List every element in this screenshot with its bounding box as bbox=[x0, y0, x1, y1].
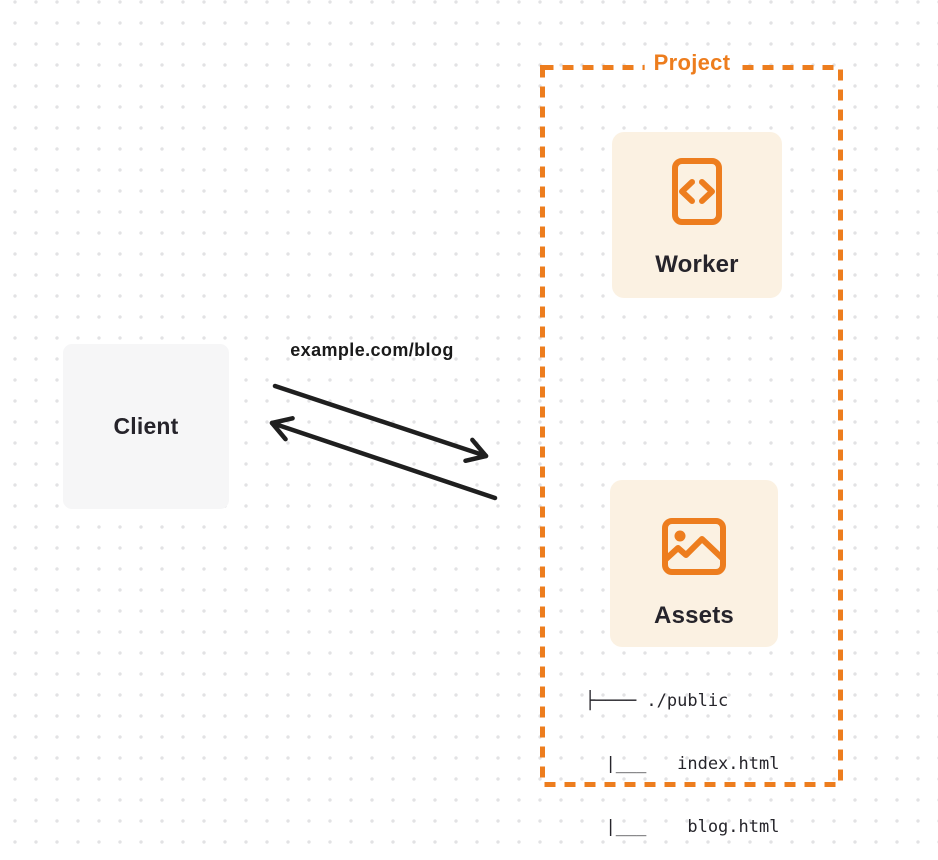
client-box: Client bbox=[63, 344, 229, 509]
file-tree-item-index: |___ index.html bbox=[585, 754, 780, 774]
request-arrow bbox=[272, 383, 489, 464]
worker-box: Worker bbox=[612, 132, 782, 298]
worker-label: Worker bbox=[655, 251, 739, 278]
file-tree-item-blog: |___ blog.html bbox=[585, 817, 780, 837]
assets-label: Assets bbox=[654, 602, 734, 629]
code-file-icon bbox=[672, 158, 722, 225]
image-icon bbox=[662, 518, 726, 575]
assets-file-tree: ├──── ./public |___ index.html |___ blog… bbox=[585, 649, 779, 860]
request-url-label: example.com/blog bbox=[290, 340, 454, 360]
client-label: Client bbox=[113, 413, 179, 439]
assets-box: Assets bbox=[610, 480, 778, 647]
project-label: Project bbox=[644, 50, 740, 76]
response-arrow bbox=[269, 416, 498, 501]
file-tree-root: ├──── ./public bbox=[585, 691, 729, 711]
